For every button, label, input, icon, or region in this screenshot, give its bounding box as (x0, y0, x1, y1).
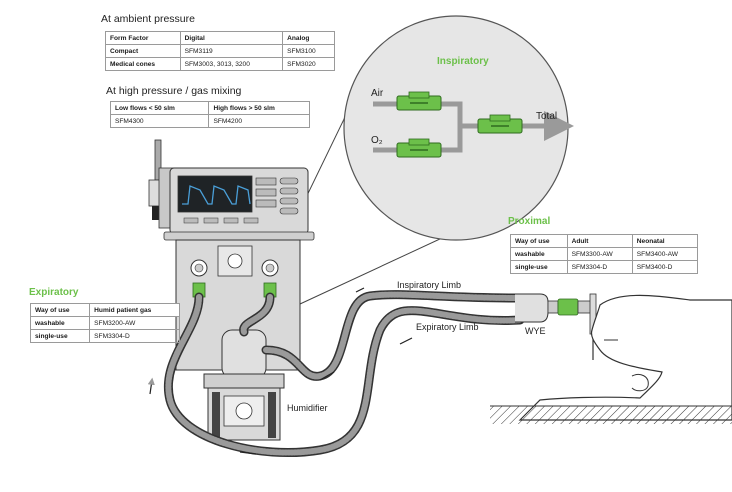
table-row: washable SFM3200-AW (29, 316, 180, 330)
humidifier-label: Humidifier (287, 403, 328, 413)
table-cell: SFM3300-AW (566, 247, 633, 261)
table-cell: SFM3119 (179, 44, 284, 58)
table-cell: Compact (105, 44, 181, 58)
ambient-table: Form Factor Digital Analog Compact SFM31… (105, 31, 335, 71)
table-header-row: Low flows < 50 slm High flows > 50 slm (109, 101, 310, 115)
waveform-line (182, 185, 251, 205)
expiratory-limb-label: Expiratory Limb (416, 322, 479, 332)
flow-arrows (147, 287, 413, 455)
high-pressure-table: Low flows < 50 slm High flows > 50 slm S… (109, 101, 310, 128)
table-header: Analog (282, 31, 335, 45)
table-row: Compact SFM3119 SFM3100 (105, 44, 335, 58)
air-label: Air (371, 88, 384, 99)
table-header: Form Factor (105, 31, 181, 45)
total-flow-sensor (477, 114, 523, 134)
table-header: Neonatal (631, 234, 699, 248)
inspiratory-title: Inspiratory (437, 56, 489, 67)
proximal-table: Way of use Adult Neonatal washable SFM33… (510, 234, 699, 274)
table-header: High flows > 50 slm (208, 101, 310, 115)
table-cell: SFM3100 (282, 44, 335, 58)
table-cell: SFM4300 (109, 114, 210, 128)
table-cell: washable (510, 247, 568, 261)
table-header: Low flows < 50 slm (109, 101, 210, 115)
table-header: Way of use (29, 303, 91, 317)
table-cell: SFM3003, 3013, 3200 (179, 57, 284, 71)
table-header-row: Way of use Humid patient gas (29, 303, 180, 317)
expiratory-table: Way of use Humid patient gas washable SF… (29, 303, 180, 343)
table-header: Way of use (510, 234, 568, 248)
table-cell: SFM3020 (282, 57, 335, 71)
o2-flow-sensor (396, 138, 442, 158)
proximal-flow-sensor (557, 298, 579, 316)
table-cell: Medical cones (105, 57, 181, 71)
inspiratory-limb-label: Inspiratory Limb (397, 280, 462, 290)
table-header-row: Form Factor Digital Analog (105, 31, 335, 45)
table-row: single-use SFM3304-D SFM3400-D (510, 260, 699, 274)
table-header-row: Way of use Adult Neonatal (510, 234, 699, 248)
table-cell: SFM3200-AW (89, 316, 180, 330)
ambient-heading: At ambient pressure (101, 13, 195, 25)
table-header: Humid patient gas (89, 303, 180, 317)
total-label: Total (536, 111, 558, 122)
ventilator-screen (177, 175, 253, 213)
wye-label: WYE (525, 326, 546, 336)
proximal-title: Proximal (508, 216, 551, 227)
table-cell: SFM3400-D (631, 260, 699, 274)
table-cell: SFM4200 (208, 114, 310, 128)
table-row: washable SFM3300-AW SFM3400-AW (510, 247, 699, 261)
inspiratory-flow-diagram (373, 91, 574, 158)
table-row: Medical cones SFM3003, 3013, 3200 SFM302… (105, 57, 335, 71)
table-row: single-use SFM3304-D (29, 329, 180, 343)
table-cell: single-use (510, 260, 568, 274)
patient-illustration (490, 294, 732, 424)
air-flow-sensor (396, 91, 442, 111)
bed-surface (490, 406, 732, 424)
corrugated-tubing (163, 290, 525, 457)
table-cell: SFM3304-D (89, 329, 180, 343)
wye-connector (515, 293, 597, 360)
ventilator-head (163, 167, 315, 241)
table-cell: SFM3400-AW (631, 247, 699, 261)
table-header: Digital (179, 31, 284, 45)
table-cell: washable (29, 316, 91, 330)
high-pressure-heading: At high pressure / gas mixing (106, 85, 242, 97)
table-row: SFM4300 SFM4200 (109, 114, 310, 128)
table-cell: single-use (29, 329, 91, 343)
table-cell: SFM3304-D (566, 260, 633, 274)
table-header: Adult (566, 234, 633, 248)
expiratory-title: Expiratory (29, 287, 79, 298)
o2-label: O₂ (371, 135, 383, 146)
